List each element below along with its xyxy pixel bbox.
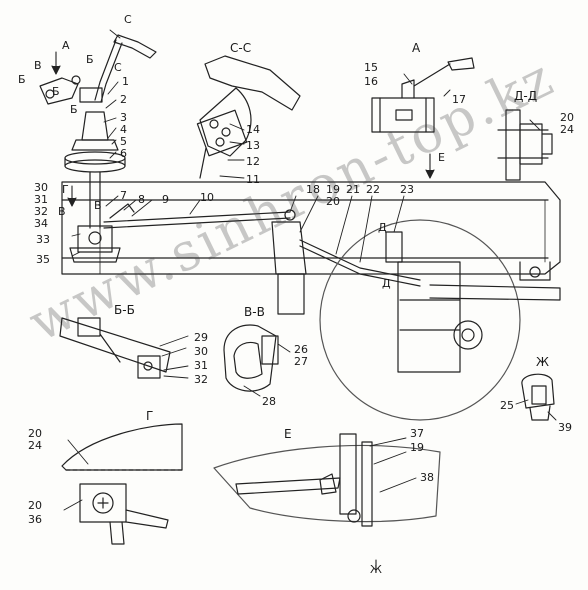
leader-lines xyxy=(63,29,557,511)
callout-27: 27 xyxy=(294,355,308,368)
callout-7: 7 xyxy=(120,189,127,202)
callout-20-dd: 20 xyxy=(560,111,574,124)
section-a-view xyxy=(371,57,475,133)
callout-20-g-bottom: 20 xyxy=(28,499,42,512)
callout-24-g: 24 xyxy=(28,439,42,452)
callout-21: 21 xyxy=(346,183,360,196)
section-vv-view xyxy=(223,324,279,392)
marker-b2: Б xyxy=(18,73,26,86)
marker-b1: Б xyxy=(86,53,94,66)
callout-8: 8 xyxy=(138,193,145,206)
shift-mechanism xyxy=(271,219,561,421)
callout-28: 28 xyxy=(262,395,276,408)
section-cc-view xyxy=(196,55,301,179)
view-arrows xyxy=(51,51,435,573)
callout-13: 13 xyxy=(246,139,260,152)
callout-19-e: 19 xyxy=(410,441,424,454)
callout-22: 22 xyxy=(366,183,380,196)
callout-31-main: 31 xyxy=(34,193,48,206)
marker-v3: В xyxy=(58,205,66,218)
callout-23: 23 xyxy=(400,183,414,196)
callout-25: 25 xyxy=(500,399,514,412)
callout-20-main: 20 xyxy=(326,195,340,208)
callout-19: 19 xyxy=(326,183,340,196)
callout-26: 26 xyxy=(294,343,308,356)
callout-32-bb: 32 xyxy=(194,373,208,386)
callout-30-bb: 30 xyxy=(194,345,208,358)
marker-c-top: C xyxy=(124,13,132,26)
callout-35: 35 xyxy=(36,253,50,266)
callout-3: 3 xyxy=(120,111,127,124)
callout-31-bb: 31 xyxy=(194,359,208,372)
callout-16: 16 xyxy=(364,75,378,88)
callout-36: 36 xyxy=(28,513,42,526)
linkage-rod xyxy=(103,203,296,229)
marker-zh-arrow: Ж xyxy=(370,563,382,576)
section-title-e: Е xyxy=(284,427,292,441)
callout-1: 1 xyxy=(122,75,129,88)
marker-v2: В xyxy=(94,199,102,212)
detail-zh-view xyxy=(521,373,555,421)
marker-a-arrow: А xyxy=(62,39,70,52)
section-title-dd: Д-Д xyxy=(514,89,538,103)
callout-38: 38 xyxy=(420,471,434,484)
callout-5: 5 xyxy=(120,135,127,148)
callout-15: 15 xyxy=(364,61,378,74)
callout-39: 39 xyxy=(558,421,572,434)
callout-30-main: 30 xyxy=(34,181,48,194)
section-title-bb: Б-Б xyxy=(114,303,135,317)
callout-29: 29 xyxy=(194,331,208,344)
callout-24-dd: 24 xyxy=(560,123,574,136)
callout-9: 9 xyxy=(162,193,169,206)
callout-10: 10 xyxy=(200,191,214,204)
frame-member xyxy=(61,181,561,281)
callout-2: 2 xyxy=(120,93,127,106)
section-title-vv: В-В xyxy=(244,305,265,319)
callout-33: 33 xyxy=(36,233,50,246)
section-title-zh: Ж xyxy=(536,355,549,369)
callout-20-g-top: 20 xyxy=(28,427,42,440)
callout-37: 37 xyxy=(410,427,424,440)
section-g-view xyxy=(61,423,183,545)
callout-4: 4 xyxy=(120,123,127,136)
marker-c-mid: C xyxy=(114,61,122,74)
callout-32-main: 32 xyxy=(34,205,48,218)
marker-b3: Б xyxy=(52,85,60,98)
section-bb-view xyxy=(59,317,171,379)
gear-lever-assembly xyxy=(39,34,157,263)
section-e-view xyxy=(213,433,441,527)
callout-17: 17 xyxy=(452,93,466,106)
marker-v1: В xyxy=(34,59,42,72)
callout-12: 12 xyxy=(246,155,260,168)
marker-b4: Б xyxy=(70,103,78,116)
callout-6: 6 xyxy=(120,147,127,160)
marker-d2: Д xyxy=(382,277,391,290)
callout-34: 34 xyxy=(34,217,48,230)
callout-18: 18 xyxy=(306,183,320,196)
section-title-cc: C-C xyxy=(230,41,252,55)
marker-d1: Д xyxy=(378,221,387,234)
callout-11: 11 xyxy=(246,173,260,186)
marker-e-arrow: Е xyxy=(438,151,445,164)
callout-14: 14 xyxy=(246,123,260,136)
section-title-a: А xyxy=(412,41,421,55)
marker-g-arrow: Г xyxy=(62,183,69,196)
section-title-g: Г xyxy=(146,409,154,423)
